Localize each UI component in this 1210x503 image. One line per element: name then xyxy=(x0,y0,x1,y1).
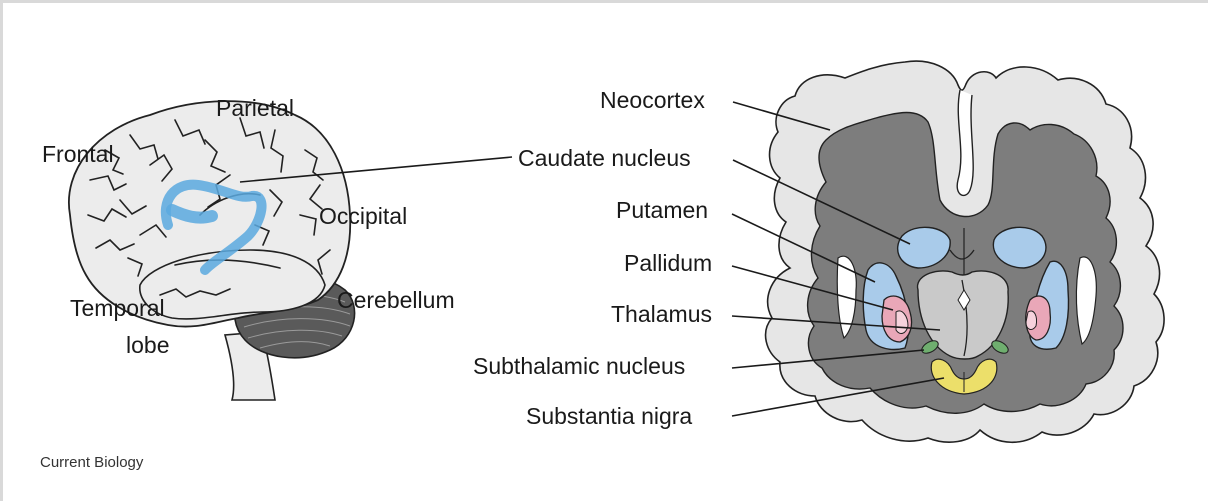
label-temporal: Temporal xyxy=(70,295,165,321)
figure-credit: Current Biology xyxy=(40,454,144,471)
label-cerebellum: Cerebellum xyxy=(337,287,455,313)
pallidum-right-inner xyxy=(1026,311,1037,330)
coronal-section xyxy=(766,61,1164,442)
label-subthalamic-nucleus: Subthalamic nucleus xyxy=(473,353,685,379)
label-neocortex: Neocortex xyxy=(600,87,705,113)
label-frontal: Frontal xyxy=(42,141,114,167)
label-putamen: Putamen xyxy=(616,197,708,223)
label-caudate-nucleus: Caudate nucleus xyxy=(518,145,691,171)
label-thalamus: Thalamus xyxy=(611,301,712,327)
label-lobe: lobe xyxy=(126,332,169,358)
caudate-projection-highlight-2 xyxy=(172,210,212,218)
label-substantia-nigra: Substantia nigra xyxy=(526,403,692,429)
label-parietal: Parietal xyxy=(216,95,294,121)
label-pallidum: Pallidum xyxy=(624,250,712,276)
label-occipital: Occipital xyxy=(319,203,407,229)
